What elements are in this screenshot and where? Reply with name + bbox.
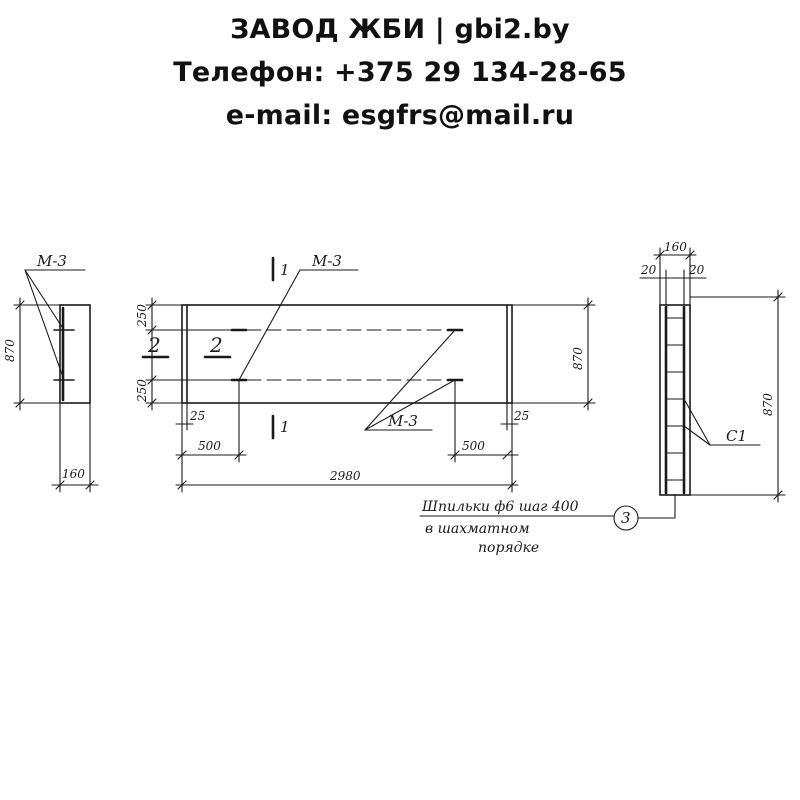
rv-cover-right-value: 20 [688, 263, 705, 277]
header: ЗАВОД ЖБИ | gbi2.by Телефон: +375 29 134… [0, 8, 800, 137]
height-value: 870 [571, 347, 585, 370]
callout-circle [613, 505, 639, 531]
left-height-tick-bottom [15, 398, 25, 408]
spacing-tick-r1 [450, 450, 460, 460]
email-line: e-mail: esgfrs@mail.ru [225, 100, 575, 131]
rv-width-tick-left [655, 250, 665, 260]
length-tick-left [177, 480, 187, 490]
rv-width-value: 160 [664, 240, 687, 254]
mesh-leader-2 [683, 425, 711, 446]
right-view-outline [659, 304, 691, 496]
bottom-mark-leader-2 [364, 379, 456, 431]
rv-cover-left-value: 20 [640, 263, 657, 277]
offset-right-value: 25 [513, 409, 529, 423]
spacing-right-value: 500 [462, 439, 485, 453]
company-title: ЗАВОД ЖБИ | gbi2.by [230, 14, 570, 45]
note-line-1: Шпильки ф6 шаг 400 [421, 499, 579, 515]
main-view: 1 1 2 2 М-3 М-3 250 250 870 [135, 252, 596, 493]
left-height-value: 870 [3, 339, 17, 362]
height-tick-top [583, 300, 593, 310]
edge-tick-3 [147, 375, 157, 385]
main-view-outline [181, 304, 513, 404]
bottom-mark-label: М-3 [387, 412, 418, 430]
edge-tick-4 [147, 398, 157, 408]
top-mark-label: М-3 [311, 252, 342, 270]
left-width-tick-right [85, 480, 95, 490]
left-mark-leader-2 [24, 269, 65, 381]
section-1-top-label: 1 [280, 261, 290, 279]
spacing-tick-r2 [502, 450, 512, 460]
rv-height-tick-bottom [773, 490, 783, 500]
left-width-value: 160 [62, 467, 85, 481]
section-2-right-label: 2 [209, 333, 223, 357]
section-1-bottom-label: 1 [280, 418, 290, 436]
left-width-tick-left [55, 480, 65, 490]
edge-tick-2 [147, 325, 157, 335]
left-mark-label: М-3 [36, 252, 67, 270]
edge-tick-1 [147, 300, 157, 310]
rv-height-tick-top [773, 292, 783, 302]
note-line-3: порядке [478, 540, 539, 556]
edge-bottom-value: 250 [135, 379, 149, 403]
spacing-tick-l2 [234, 450, 244, 460]
section-2-left-label: 2 [147, 333, 161, 357]
rv-width-tick-right [685, 250, 695, 260]
length-tick-right [507, 480, 517, 490]
rv-height-value: 870 [761, 393, 775, 416]
spacing-tick-l1 [177, 450, 187, 460]
note-line-2: в шахматном [425, 521, 530, 537]
phone-line: Телефон: +375 29 134-28-65 [173, 57, 627, 88]
top-mark-leader [238, 269, 301, 381]
left-mark-leader-1 [24, 269, 65, 331]
left-height-tick-top [15, 300, 25, 310]
mesh-leader-1 [683, 398, 711, 446]
right-view: 160 20 20 870 С1 3 Шпильки ф6 шаг 400 в … [419, 240, 786, 556]
offset-left-value: 25 [189, 409, 205, 423]
edge-top-value: 250 [135, 304, 149, 328]
left-view-outline [59, 304, 91, 404]
bottom-mark-leader-1 [364, 329, 456, 431]
callout-number: 3 [621, 509, 631, 527]
length-value: 2980 [329, 469, 361, 483]
mesh-label: С1 [726, 427, 747, 445]
left-view: М-3 870 160 [3, 252, 99, 493]
spacing-left-value: 500 [198, 439, 221, 453]
height-tick-bottom [583, 398, 593, 408]
